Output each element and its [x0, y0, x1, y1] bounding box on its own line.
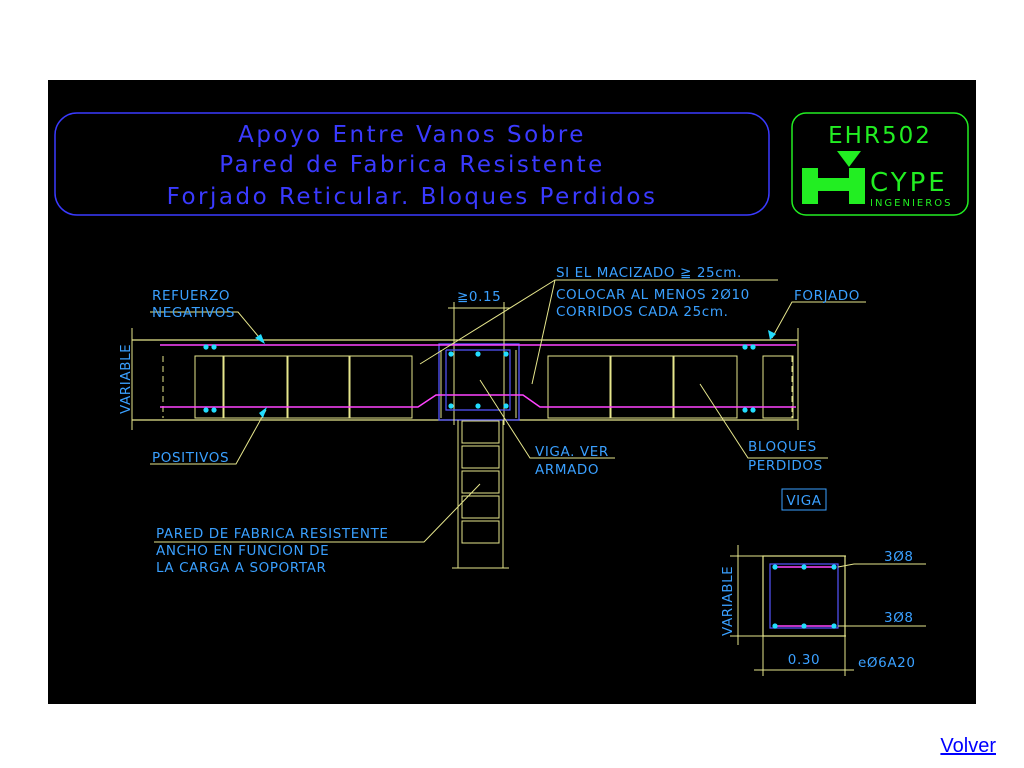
block-left-2 — [223, 355, 288, 419]
leader-lines — [150, 279, 866, 543]
rebar-dot — [503, 403, 509, 409]
block-left-3 — [287, 355, 350, 419]
leader-refuerzo — [150, 311, 264, 343]
beam-stirrup — [445, 349, 511, 411]
wall-brick — [461, 420, 500, 444]
logo-triangle-icon — [837, 151, 861, 167]
cad-drawing: Apoyo Entre Vanos Sobre Pared de Fabrica… — [48, 80, 976, 704]
wall-brick — [461, 520, 500, 544]
rebar-dot — [475, 403, 481, 409]
drawing-labels: REFUERZO NEGATIVOS ≧0.15 SI EL MACIZADO … — [118, 265, 860, 576]
leader-sec-top — [837, 563, 926, 568]
sec-rebar-dot — [772, 623, 778, 629]
arrow-icon — [259, 407, 267, 418]
rebar-dot — [211, 407, 217, 413]
block-left-4 — [349, 355, 413, 419]
label-sec-stirrups: eØ6A20 — [858, 655, 916, 671]
block-right-4 — [762, 355, 794, 419]
wall-brick — [461, 470, 500, 494]
central-beam — [438, 343, 520, 421]
sec-rebar-dot — [831, 564, 837, 570]
label-bloques-1: BLOQUES — [748, 439, 817, 455]
cype-logo: EHR502 CYPE INGENIEROS — [791, 112, 969, 216]
leader-viga — [479, 379, 615, 459]
arrow-icon — [255, 334, 265, 344]
beam-cross-section: 3Ø8 3Ø8 VARIABLE 0.30 eØ6A20 — [720, 545, 926, 676]
label-macizado-1: SI EL MACIZADO ≧ 25cm. — [556, 265, 742, 281]
sec-rebar-dot — [831, 623, 837, 629]
logo-frame — [791, 112, 969, 216]
rebar-dot — [742, 407, 748, 413]
title-frame — [54, 112, 770, 216]
leader-macizado-1 — [419, 279, 556, 365]
label-pared-2: ANCHO EN FUNCION DE — [156, 543, 329, 559]
rebar-dot — [750, 407, 756, 413]
label-positivos: POSITIVOS — [152, 450, 229, 466]
title-line-2: Pared de Fabrica Resistente — [219, 152, 605, 178]
wall-brick — [461, 445, 500, 469]
rebar-dot — [448, 351, 454, 357]
rebar-dot — [448, 403, 454, 409]
label-refuerzo-2: NEGATIVOS — [152, 305, 235, 321]
label-variable: VARIABLE — [118, 344, 134, 414]
label-sec-width: 0.30 — [788, 652, 820, 668]
label-refuerzo-1: REFUERZO — [152, 288, 230, 304]
label-forjado: FORJADO — [794, 288, 860, 304]
label-viga-tag: VIGA — [786, 493, 821, 509]
sec-outline — [762, 555, 846, 637]
label-sec-top: 3Ø8 — [884, 549, 914, 565]
slab-section — [131, 302, 799, 430]
label-sec-bottom: 3Ø8 — [884, 610, 914, 626]
arrow-icon — [768, 330, 776, 340]
label-pared-3: LA CARGA A SOPORTAR — [156, 560, 327, 576]
viga-tag-frame — [781, 488, 827, 511]
label-macizado-2: COLOCAR AL MENOS 2Ø10 — [556, 287, 750, 303]
rebar-dot — [750, 344, 756, 350]
label-pared-1: PARED DE FABRICA RESISTENTE — [156, 526, 389, 542]
sec-rebar-dot — [801, 564, 807, 570]
block-right-3 — [673, 355, 738, 419]
block-right-1 — [547, 355, 611, 419]
rebar-dot — [475, 351, 481, 357]
rebar-dot — [203, 344, 209, 350]
leader-macizado-2 — [531, 279, 778, 385]
title-line-1: Apoyo Entre Vanos Sobre — [238, 122, 586, 148]
leader-arrows — [255, 330, 776, 418]
label-sec-variable: VARIABLE — [720, 566, 736, 636]
volver-link[interactable]: Volver — [940, 735, 996, 757]
logo-sub: INGENIEROS — [870, 198, 952, 209]
rebar-dots — [203, 344, 756, 413]
leader-bloques — [699, 383, 828, 459]
label-viga-ver-2: ARMADO — [535, 462, 599, 478]
label-bloques-2: PERDIDOS — [748, 458, 823, 474]
positive-rebar — [160, 394, 796, 408]
rebar-dot — [742, 344, 748, 350]
sec-rebar-dot — [772, 564, 778, 570]
label-min-width: ≧0.15 — [457, 289, 501, 305]
block-left-1 — [194, 355, 224, 419]
title-line-3: Forjado Reticular. Bloques Perdidos — [167, 184, 658, 210]
leader-pared — [154, 483, 481, 543]
sec-stirrup — [769, 563, 839, 629]
title-block: Apoyo Entre Vanos Sobre Pared de Fabrica… — [54, 112, 770, 216]
masonry-wall — [452, 420, 509, 569]
label-macizado-3: CORRIDOS CADA 25cm. — [556, 304, 728, 320]
rebar-dot — [203, 407, 209, 413]
logo-code: EHR502 — [828, 123, 932, 149]
label-viga-ver-1: VIGA. VER — [535, 444, 609, 460]
rebar-dot — [211, 344, 217, 350]
wall-brick — [461, 495, 500, 519]
logo-block-bar — [802, 178, 865, 191]
logo-brand: CYPE — [870, 168, 948, 198]
rebar-dot — [503, 351, 509, 357]
sec-rebar-dot — [801, 623, 807, 629]
block-right-2 — [610, 355, 674, 419]
leader-positivos — [150, 409, 267, 465]
leader-forjado — [771, 301, 866, 339]
